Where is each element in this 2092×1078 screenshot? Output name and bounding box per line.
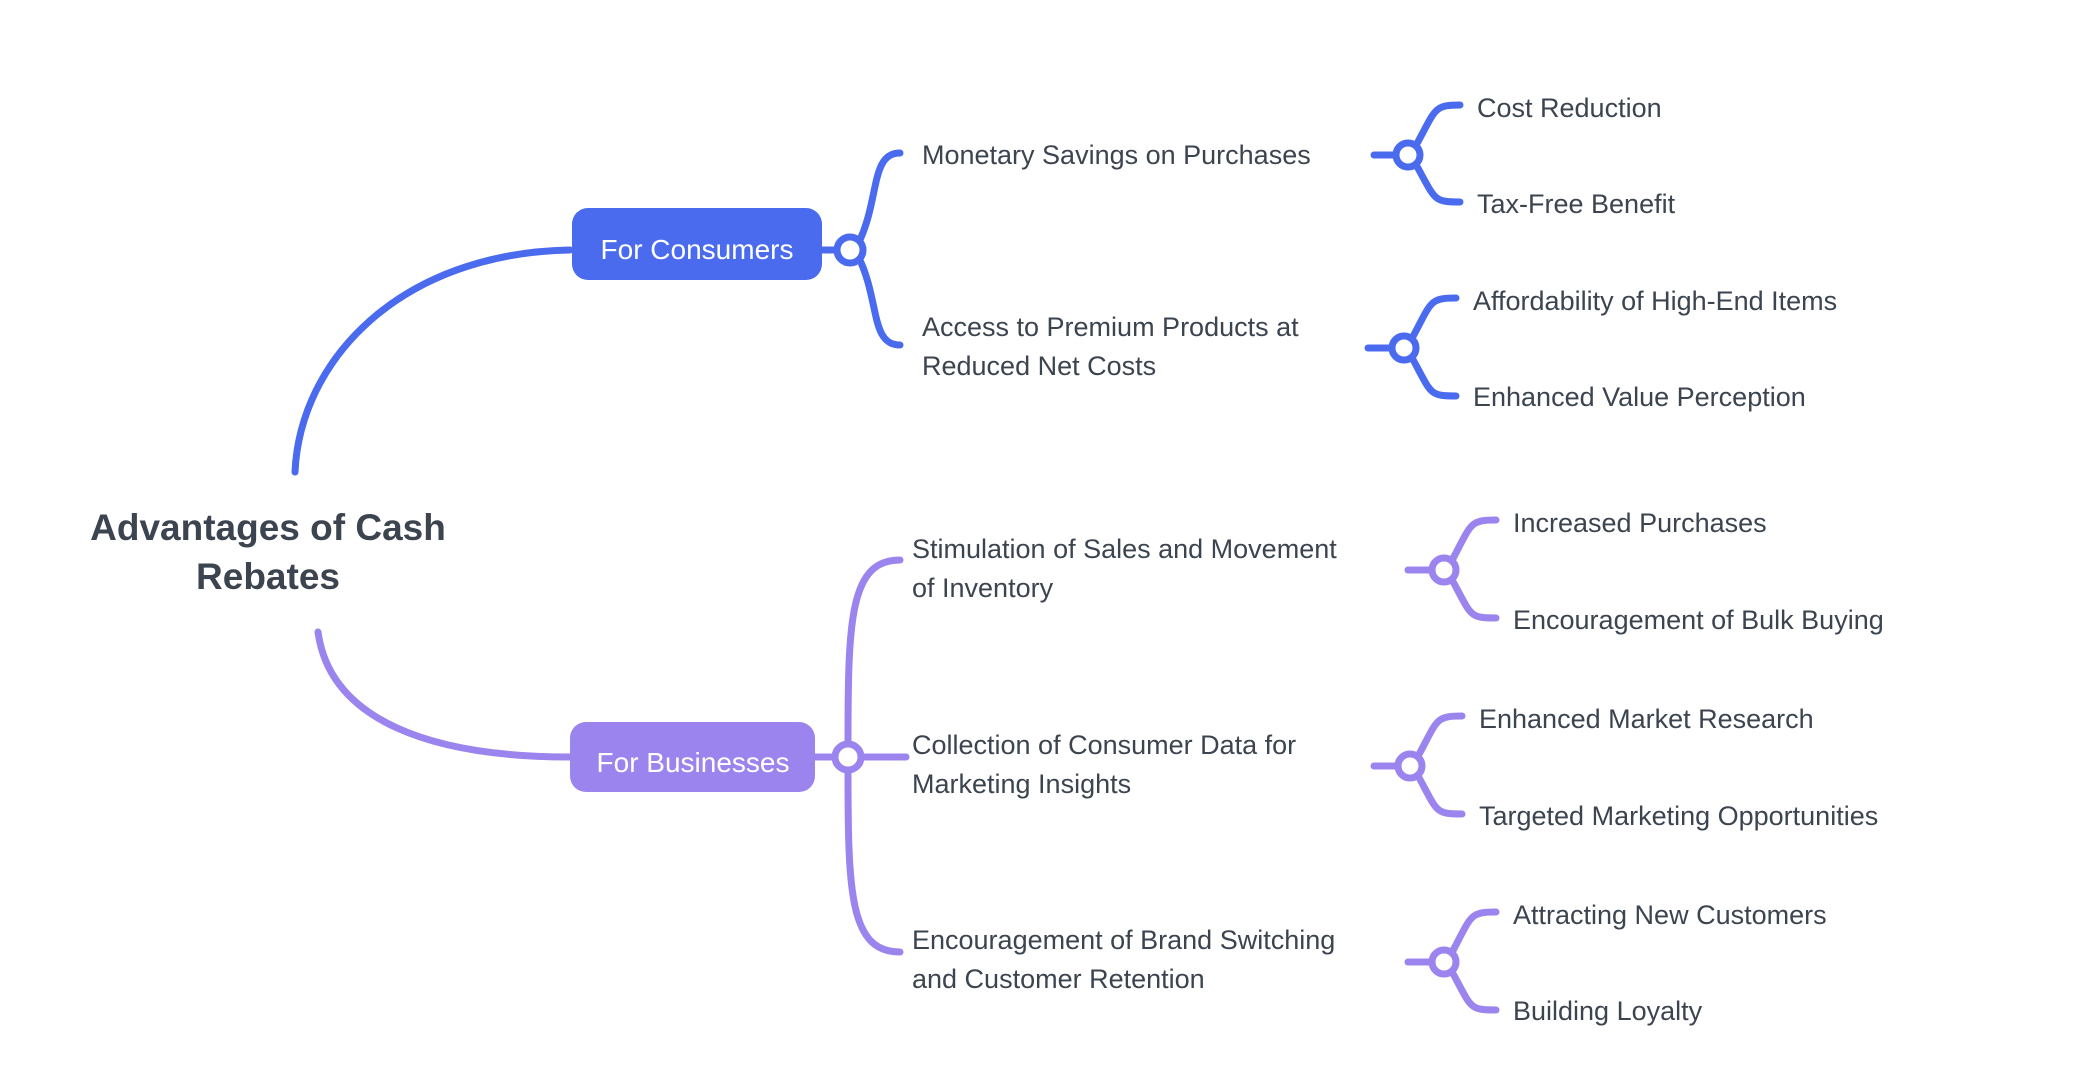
edge-stimulation-to-bulk-buying [1446,572,1500,622]
node-stimulation-of-sales[interactable]: Stimulation of Sales and Movement of Inv… [912,534,1337,603]
stimulation-label-line-2: of Inventory [912,573,1054,603]
collection-label-line-1: Collection of Consumer Data for [912,730,1296,760]
edge-monetary-savings-to-cost-reduction [1410,101,1464,153]
leaf-targeted-marketing-opportunities[interactable]: Targeted Marketing Opportunities [1479,801,1878,831]
leaf-enhanced-value-perception[interactable]: Enhanced Value Perception [1473,382,1806,412]
hub-collection-of-consumer-data[interactable] [1394,750,1426,782]
for-businesses-pill[interactable] [570,722,815,792]
node-for-businesses[interactable]: For Businesses [570,722,815,792]
root-title-line-1: Advantages of Cash [90,507,446,548]
hub-access-to-premium-products[interactable] [1388,332,1420,364]
access-premium-label-line-1: Access to Premium Products at [922,312,1299,342]
node-monetary-savings[interactable]: Monetary Savings on Purchases [922,140,1311,170]
branch-for-businesses: For Businesses Stimulation of Sales and … [314,508,1884,1026]
node-access-to-premium-products[interactable]: Access to Premium Products at Reduced Ne… [922,312,1299,381]
leaf-encouragement-of-bulk-buying[interactable]: Encouragement of Bulk Buying [1513,605,1884,635]
edge-for-consumers-to-monetary-savings [854,149,904,248]
for-consumers-pill[interactable] [572,208,822,280]
stimulation-label-line-1: Stimulation of Sales and Movement [912,534,1337,564]
node-collection-of-consumer-data[interactable]: Collection of Consumer Data for Marketin… [912,730,1296,799]
leaf-enhanced-market-research[interactable]: Enhanced Market Research [1479,704,1814,734]
leaf-attracting-new-customers[interactable]: Attracting New Customers [1513,900,1827,930]
edge-root-to-for-businesses [314,628,574,761]
monetary-savings-label-line-1: Monetary Savings on Purchases [922,140,1311,170]
root-node[interactable]: Advantages of Cash Rebates [90,507,446,597]
edge-root-to-for-consumers [291,246,574,476]
edge-brand-switching-to-attracting-customers [1446,908,1500,960]
edge-for-businesses-to-brand-switching [844,768,904,956]
for-consumers-label: For Consumers [601,234,794,265]
edge-collection-to-targeted-marketing [1412,768,1466,818]
collection-label-line-2: Marketing Insights [912,769,1131,799]
leaf-affordability-of-high-end-items[interactable]: Affordability of High-End Items [1473,286,1837,316]
edge-collection-to-market-research [1412,712,1466,764]
leaf-building-loyalty[interactable]: Building Loyalty [1513,996,1703,1026]
branch-for-consumers: For Consumers Monetary Savings on Purcha… [291,93,1837,476]
edge-stimulation-to-increased-purchases [1446,516,1500,568]
edge-monetary-savings-to-tax-free-benefit [1410,157,1464,206]
node-for-consumers[interactable]: For Consumers [572,208,822,280]
leaf-increased-purchases[interactable]: Increased Purchases [1513,508,1767,538]
root-title-line-2: Rebates [196,556,340,597]
edge-for-businesses-to-stimulation-of-sales [844,556,904,746]
for-businesses-label: For Businesses [597,747,790,778]
hub-monetary-savings[interactable] [1392,139,1424,171]
edge-access-premium-to-enhanced-value [1406,350,1460,400]
node-encouragement-of-brand-switching[interactable]: Encouragement of Brand Switching and Cus… [912,925,1335,994]
leaf-tax-free-benefit[interactable]: Tax-Free Benefit [1477,189,1676,219]
hub-encouragement-of-brand-switching[interactable] [1428,946,1460,978]
edge-access-premium-to-affordability [1406,294,1460,346]
brand-switching-label-line-1: Encouragement of Brand Switching [912,925,1335,955]
edge-brand-switching-to-building-loyalty [1446,964,1500,1014]
hub-for-businesses[interactable] [831,740,865,774]
leaf-cost-reduction[interactable]: Cost Reduction [1477,93,1662,123]
hub-for-consumers[interactable] [833,233,867,267]
hub-stimulation-of-sales[interactable] [1428,554,1460,586]
brand-switching-label-line-2: and Customer Retention [912,964,1205,994]
access-premium-label-line-2: Reduced Net Costs [922,351,1156,381]
edge-for-consumers-to-access-premium [854,252,904,349]
